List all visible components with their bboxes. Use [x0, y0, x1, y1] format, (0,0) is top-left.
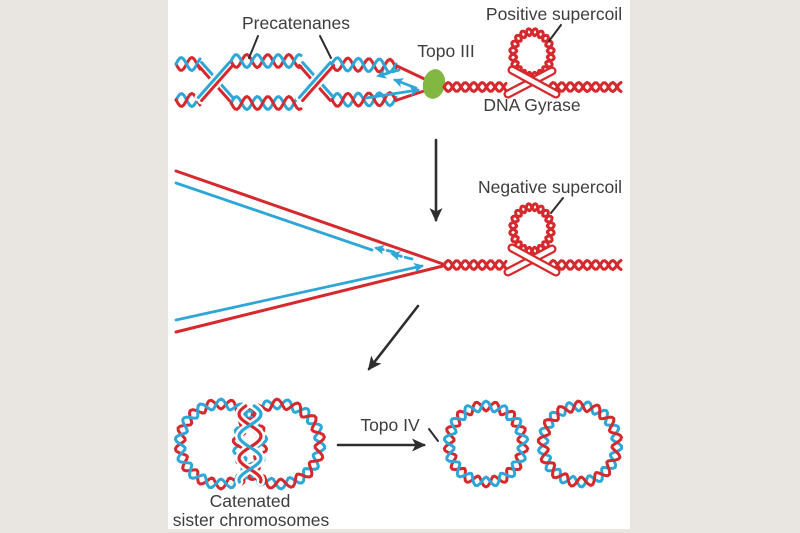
catenated-label-line2: sister chromosomes — [173, 510, 330, 530]
fork-top-red-strand — [174, 169, 445, 266]
replication-arrow-icon — [376, 68, 401, 79]
negative-supercoil-dna — [442, 202, 623, 277]
negative-supercoil-pointer — [550, 197, 564, 214]
positive-supercoil-dna — [442, 27, 623, 99]
decatenated-chromosome-right — [536, 399, 624, 489]
catenated-sister-chromosomes — [173, 397, 327, 491]
dna-gyrase-label: DNA Gyrase — [483, 95, 580, 115]
negative-supercoil-label: Negative supercoil — [478, 177, 622, 197]
topo-iv-label: Topo IV — [360, 415, 420, 435]
fork-bottom-red-strand — [174, 264, 445, 334]
positive-supercoil-label: Positive supercoil — [486, 4, 622, 24]
replication-fork — [174, 169, 445, 334]
decatenated-chromosome-left — [442, 399, 530, 489]
precatenanes-label: Precatenanes — [242, 13, 350, 33]
precatenane-dna-structure — [174, 53, 435, 111]
topo-iii-enzyme — [422, 69, 446, 99]
topo-iv-pointer — [428, 428, 439, 442]
fork-bottom-blue-strand-arrow — [174, 262, 424, 322]
replication-arrow-icon — [390, 251, 414, 261]
replication-arrow-icon — [364, 86, 420, 100]
precatenanes-pointer-left — [248, 35, 259, 59]
catenated-label-line1: Catenated — [210, 491, 291, 511]
topo-iii-label: Topo III — [417, 41, 474, 61]
precatenanes-pointer-right — [319, 35, 332, 59]
fork-top-blue-strand — [174, 181, 374, 252]
step-arrow-diagonal — [367, 304, 420, 371]
figure-canvas — [168, 0, 630, 529]
positive-supercoil-pointer — [548, 24, 562, 42]
